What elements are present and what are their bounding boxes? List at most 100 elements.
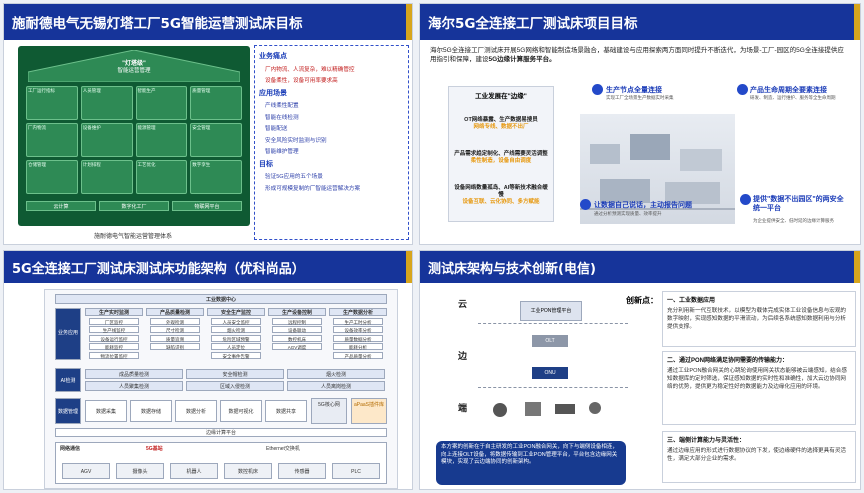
column-header: 生产设备控制 bbox=[268, 308, 326, 316]
roof-subtitle: 智能运营管理 bbox=[117, 68, 151, 74]
cloud-box: 工业发展在"边缘" OT网络暴露、生产数据易搜员 网络专线、数据不出厂 产品需求… bbox=[448, 86, 554, 222]
bullet-icon bbox=[737, 84, 748, 95]
panel-title: 海尔5G全连接工厂测试床项目目标 bbox=[420, 4, 860, 40]
bullet-icon bbox=[580, 199, 591, 210]
factory-cell: 计划排程 bbox=[80, 160, 133, 194]
column-item: 人员定位 bbox=[211, 343, 261, 351]
data-item: 数据可视化 bbox=[220, 400, 262, 422]
target-item: 验证5G应用的五个场景 bbox=[265, 174, 323, 180]
innov-body: 通过边缘应用的形式进行数据协议的下发，使边缘硬件的选择更具有灵活性，满足大部分企… bbox=[667, 448, 847, 462]
layer-edge: 边 bbox=[458, 352, 468, 362]
target-item: 形成可规模复制的厂智能运营解决方案 bbox=[265, 185, 361, 192]
base-station: 5G基站 bbox=[146, 446, 163, 452]
goals-box: 业务痛点 厂内物流、人流复杂，难以精确管控 设备柔性，设备可用率要求高 应用场景… bbox=[254, 45, 409, 240]
innov-item: 一、工业数据应用 充分利用新一代互联技术，以模型为载体完成实体工业设备信息与宏观… bbox=[662, 291, 856, 347]
edge-platform: 边缘计算平台 bbox=[55, 428, 387, 437]
note-box: 本方案的创新在于自主研发的工业PON融合网关，向下与端侧设备相连，向上连接OLT… bbox=[436, 441, 626, 485]
factory-illustration bbox=[580, 114, 735, 224]
column-item: 安全事件告警 bbox=[211, 351, 261, 359]
intro-text: 海尔5G全连接工厂测试床开展5G网络和智能制造场景融合，基础建设与应用探索两方面… bbox=[430, 46, 850, 64]
panel-telecom: 测试床架构与技术创新(电信) 云 边 端 工业PON管理平台 OLT ONU 本… bbox=[419, 250, 861, 490]
haier-diagram: 工业发展在"边缘" OT网络暴露、生产数据易搜员 网络专线、数据不出厂 产品需求… bbox=[432, 74, 847, 239]
column-item: 人员安全监控 bbox=[211, 318, 261, 325]
pain-heading: 业务痛点 bbox=[259, 53, 287, 60]
sub-2: 研发、制造、运行维护、服务等全生命周期 bbox=[750, 95, 836, 100]
ai-label: AI检测 bbox=[55, 368, 81, 392]
intro-body: 海尔5G全连接工厂测试床开展5G网络和智能制造场景融合，基础建设与应用探索两方面… bbox=[430, 47, 844, 63]
column-item: 设备效率分析 bbox=[333, 326, 383, 334]
data-label: 数据管理 bbox=[55, 398, 81, 424]
column-item: 设备联动 bbox=[272, 326, 322, 334]
app-item: 智能配送 bbox=[265, 126, 288, 132]
cloud-row-text: 设备网络数量孤岛、AI等新技术融合缓慢 bbox=[454, 185, 548, 198]
pain-item: 设备柔性，设备可用率要求高 bbox=[265, 78, 338, 84]
intro-bold: 5G边缘计算服务平台。 bbox=[488, 56, 556, 63]
column-item: 危险区域预警 bbox=[211, 334, 261, 342]
ai-item: 人员聚集检测 bbox=[85, 381, 183, 391]
panel-architecture: 5G全连接工厂测试床测试床功能架构（优科尚品） 工业数据中心 业务应用 生产实时… bbox=[3, 250, 413, 490]
data-center: 工业数据中心 bbox=[55, 294, 387, 304]
label-1: 生产节点全量连接 bbox=[606, 87, 662, 94]
label-3: 让数据自己说话，主动报告问题 bbox=[594, 202, 692, 209]
device-item: AGV bbox=[62, 463, 110, 479]
column-item: 外观检测 bbox=[150, 318, 200, 325]
column-item: 产品质量分析 bbox=[333, 351, 383, 359]
bullet-icon bbox=[740, 194, 751, 205]
ai-item: 区域入侵检测 bbox=[186, 381, 284, 391]
app-item: 智能在线检测 bbox=[265, 114, 299, 121]
factory-bar: 云计算 bbox=[26, 201, 96, 211]
layer-divider bbox=[478, 387, 628, 388]
column-item: 烟火检测 bbox=[211, 326, 261, 334]
panel-title: 施耐德电气无锡灯塔工厂5G智能运营测试床目标 bbox=[4, 4, 412, 40]
layer-cloud: 云 bbox=[458, 300, 468, 310]
innov-body: 通过工业PON融合网关的心跳轮询使用网关状态能够被云端感知，结合感知数据库的定时… bbox=[667, 368, 847, 390]
factory-bar: 数字化工厂 bbox=[99, 201, 169, 211]
roof-title: "灯塔级" bbox=[122, 61, 146, 67]
edge-box: 工业PON管理平台 bbox=[520, 301, 582, 321]
app-item: 智能维护管理 bbox=[265, 149, 299, 155]
column-item: 设备运行监控 bbox=[89, 334, 139, 342]
target-heading: 目标 bbox=[259, 160, 273, 168]
column-item: 能耗监控 bbox=[89, 343, 139, 351]
end-devices bbox=[493, 402, 601, 417]
apaas: aPaaS插件库 bbox=[351, 398, 387, 424]
sub-1: 实现工厂全场景生产数据实时采集 bbox=[606, 95, 674, 100]
sub-4: 为企业提供安全、低时延的边缘计算服务 bbox=[753, 218, 834, 223]
factory-cell: 质量管理 bbox=[190, 86, 242, 120]
app-item: 安全风险实时监测与识别 bbox=[265, 137, 327, 144]
cloud-row-highlight: 设备互联、云化协同、多方赋能 bbox=[462, 199, 540, 205]
factory-cell: 工艺优化 bbox=[135, 160, 188, 194]
column-item: 尺寸检测 bbox=[150, 326, 200, 334]
column-item: 厂区监控 bbox=[89, 318, 139, 325]
column-header: 生产实时监测 bbox=[85, 308, 143, 316]
pain-item: 厂内物流、人流复杂，难以精确管控 bbox=[265, 66, 355, 73]
ethernet: Ethernet交换机 bbox=[266, 446, 300, 452]
panel-title: 测试床架构与技术创新(电信) bbox=[420, 251, 860, 283]
factory-grid: 工厂运行指标 人员管理 智能生产 质量管理 厂内物流 设备维护 能源管理 安全管… bbox=[26, 86, 242, 194]
network-title: 网络通信 bbox=[60, 446, 81, 452]
device-item: 摄像头 bbox=[116, 463, 164, 479]
factory-cell: 厂内物流 bbox=[26, 123, 78, 157]
innov-item: 三、端侧计算能力与灵活性： 通过边缘应用的形式进行数据协议的下发，使边缘硬件的选… bbox=[662, 431, 856, 483]
innov-heading: 二、通过PON网络满足协同需要的传输能力： bbox=[667, 358, 789, 364]
device-item: PLC bbox=[332, 463, 380, 479]
data-item: 数据共享 bbox=[265, 400, 307, 422]
cloud-row: 设备网络数量孤岛、AI等新技术融合缓慢 设备互联、云化协同、多方赋能 bbox=[453, 185, 549, 206]
innov-body: 充分利用新一代互联技术，以模型为载体完成实体工业设备信息与宏观的数字映射，实现感… bbox=[667, 308, 847, 330]
factory-cell: 能源管理 bbox=[135, 123, 188, 157]
column-item: AGV调度 bbox=[272, 343, 322, 351]
core-5g: 5G核心网 bbox=[311, 398, 347, 424]
bullet-icon bbox=[592, 84, 603, 95]
cloud-row: OT网络暴露、生产数据易搜员 网络专线、数据不出厂 bbox=[453, 117, 549, 131]
ai-item: 成品质量检测 bbox=[85, 369, 183, 379]
device-item: 传感器 bbox=[278, 463, 326, 479]
factory-caption: 施耐德电气智能运营管理体系 bbox=[94, 234, 173, 240]
app-heading: 应用场景 bbox=[259, 89, 287, 97]
ai-item: 人员离岗检测 bbox=[287, 381, 385, 391]
factory-cell: 安全管理 bbox=[190, 123, 242, 157]
column-item: 数控机床 bbox=[272, 334, 322, 342]
factory-cell: 设备维护 bbox=[80, 123, 133, 157]
panel-haier: 海尔5G全连接工厂测试床项目目标 海尔5G全连接工厂测试床开展5G网络和智能制造… bbox=[419, 3, 861, 245]
factory-cell: 工厂运行指标 bbox=[26, 86, 78, 120]
